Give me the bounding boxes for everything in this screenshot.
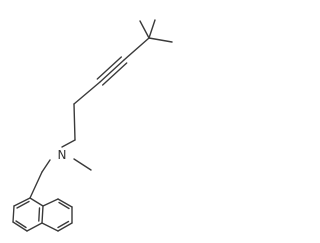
bond-chain-3 xyxy=(61,139,76,148)
ring-a-double-1 xyxy=(16,200,30,209)
ring-b-bond-4 xyxy=(57,222,73,232)
ring-a-bond-2 xyxy=(41,205,44,224)
ring-a-bond-3 xyxy=(26,222,43,232)
bond-triple-3 xyxy=(101,62,128,86)
molecule-structure: N xyxy=(12,19,173,232)
bond-tbutyl-methyl-1 xyxy=(148,19,156,39)
bond-chain-2 xyxy=(73,103,76,141)
ring-a-bond-5 xyxy=(12,205,15,223)
bond-quaternary-alkyne xyxy=(123,37,150,61)
bond-n-ch2 xyxy=(41,159,51,173)
nitrogen-atom-label: N xyxy=(58,148,67,162)
ring-a-double-3 xyxy=(15,220,27,229)
bond-tbutyl-methyl-2 xyxy=(148,37,173,43)
bond-ch2-naphthyl xyxy=(29,171,43,199)
bond-n-methyl xyxy=(73,158,92,171)
bond-triple-2 xyxy=(96,56,123,80)
bond-chain-1 xyxy=(73,81,101,105)
ring-b-double-2 xyxy=(57,220,70,229)
bond-triple-1 xyxy=(99,59,125,83)
ring-b-bond-2 xyxy=(57,198,73,208)
ring-a-bond-4 xyxy=(12,221,28,232)
ring-b-double-1 xyxy=(58,201,70,210)
ring-a-double-2 xyxy=(38,207,41,222)
bond-tbutyl-methyl-3 xyxy=(139,20,150,39)
ring-a-bond-1 xyxy=(29,197,44,207)
ring-b-bond-5 xyxy=(41,222,59,232)
ring-a-bond-6 xyxy=(13,197,31,207)
ring-b-bond-1 xyxy=(42,198,59,207)
